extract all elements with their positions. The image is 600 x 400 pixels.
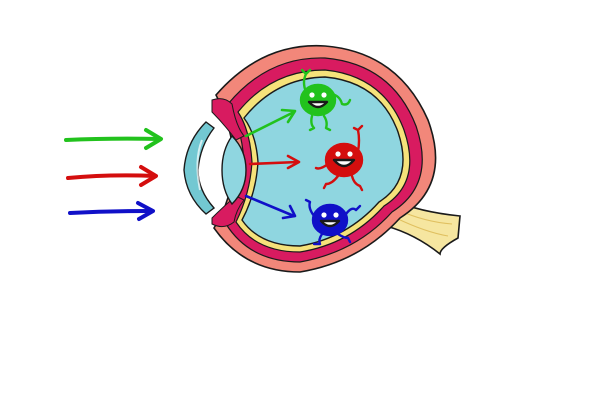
internal-rays [244,108,301,220]
blue-ray-to-cone [244,194,297,220]
smiley-character-icon [314,124,364,192]
eyeball [211,44,437,273]
ciliary-body-bottom [211,195,245,228]
incoming-rays [64,128,163,221]
red-ray-to-cone [248,154,301,170]
green-ray-to-cone [244,108,297,138]
green-light-ray [64,128,163,150]
lens [221,134,247,206]
blue-cone-character [304,198,362,246]
cone-cells [299,68,364,246]
blue-light-ray [68,201,155,221]
red-cone-character [314,124,364,192]
cornea [183,121,216,215]
smiley-character-icon [299,68,352,132]
ciliary-body-top [211,98,245,141]
red-light-ray [66,165,158,187]
green-cone-character [299,68,352,132]
smiley-character-icon [304,198,362,246]
